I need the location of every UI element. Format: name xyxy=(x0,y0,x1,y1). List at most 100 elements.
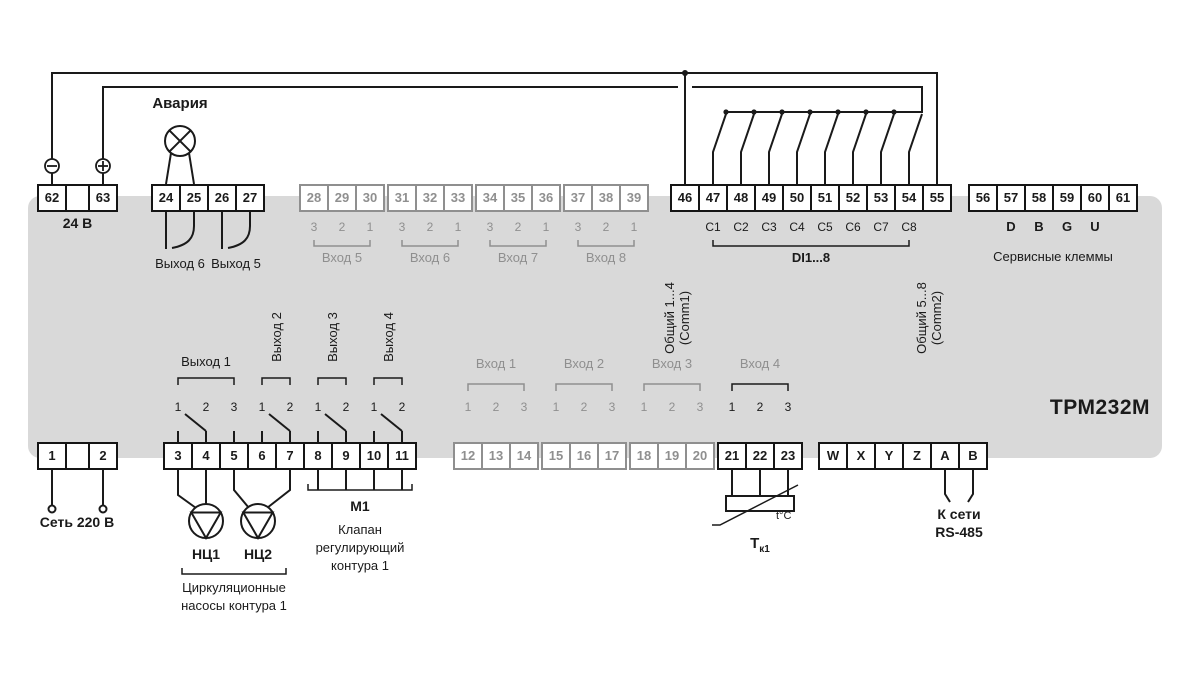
terminal: Z xyxy=(904,444,930,468)
pin-number: 1 xyxy=(366,220,374,234)
label-pumps-caption2: насосы контура 1 xyxy=(181,598,287,613)
pin-number: 1 xyxy=(370,400,378,414)
label-mains: Сеть 220 В xyxy=(39,514,115,530)
pins-input8: 3 2 1 xyxy=(565,220,647,234)
label-input6: Вход 6 xyxy=(409,250,451,265)
label-valve-caption1: Клапан xyxy=(338,522,382,537)
terminal: 31 xyxy=(389,186,415,210)
pin-number: 1 xyxy=(728,400,736,414)
label-rs485-line2: RS-485 xyxy=(935,524,983,540)
mains-wires xyxy=(47,470,108,514)
terminal: Y xyxy=(876,444,902,468)
di-contact: C4 xyxy=(789,220,805,234)
pin-number: 3 xyxy=(398,220,406,234)
terminal: 51 xyxy=(812,186,838,210)
output5-contact-icon xyxy=(221,212,251,249)
pin-number: 2 xyxy=(668,400,676,414)
pin-number: 3 xyxy=(574,220,582,234)
terminal: 34 xyxy=(477,186,503,210)
pin-number: 1 xyxy=(630,220,638,234)
pin-number: 2 xyxy=(398,400,406,414)
sensor-name-main: Т xyxy=(750,535,760,552)
di-contact: C8 xyxy=(901,220,917,234)
terminal: 30 xyxy=(357,186,383,210)
terminal: 46 xyxy=(672,186,698,210)
terminal: 55 xyxy=(924,186,950,210)
label-output4-text: Выход 4 xyxy=(380,312,396,362)
pin-number: 1 xyxy=(542,220,550,234)
output6-contact-icon xyxy=(165,212,195,249)
terminal-block-24v: 62 63 xyxy=(37,184,118,212)
terminal: 2 xyxy=(90,444,116,468)
terminal: 8 xyxy=(305,444,331,468)
pin-number: 3 xyxy=(784,400,792,414)
terminal: 52 xyxy=(840,186,866,210)
pin-number: 2 xyxy=(602,220,610,234)
label-comm2: Общий 5...8 (Comm2) xyxy=(912,263,946,373)
terminal: 62 xyxy=(39,186,65,210)
service-pin: D xyxy=(1006,219,1016,234)
temp-sensor-icon xyxy=(712,470,799,526)
service-pin: U xyxy=(1090,219,1100,234)
terminal: 47 xyxy=(700,186,726,210)
label-rs485-line1: К сети xyxy=(937,506,981,522)
di-contact: C2 xyxy=(733,220,749,234)
label-di: DI1...8 xyxy=(791,250,831,265)
pin-number: 1 xyxy=(464,400,472,414)
terminal: 56 xyxy=(970,186,996,210)
terminal: 35 xyxy=(505,186,531,210)
di-contact: C7 xyxy=(873,220,889,234)
label-output1: Выход 1 xyxy=(181,354,231,369)
terminal: 32 xyxy=(417,186,443,210)
terminal-spacer xyxy=(67,186,88,210)
label-sensor-unit: t°C xyxy=(776,510,792,522)
pin-number: 3 xyxy=(310,220,318,234)
terminal: 1 xyxy=(39,444,65,468)
bottom-output-contacts xyxy=(177,413,403,442)
label-pump1: НЦ1 xyxy=(191,546,221,562)
label-24v: 24 В xyxy=(62,215,93,231)
label-valve-caption2: регулирующий xyxy=(315,540,405,555)
di-contact: C6 xyxy=(845,220,861,234)
pin-number: 3 xyxy=(520,400,528,414)
terminal: 10 xyxy=(361,444,387,468)
label-pump2: НЦ2 xyxy=(243,546,273,562)
terminal: 11 xyxy=(389,444,415,468)
label-comm2-line2: (Comm2) xyxy=(929,290,944,346)
rs485-wires xyxy=(944,470,974,503)
label-binput1: Вход 1 xyxy=(475,356,517,371)
label-output4: Выход 4 xyxy=(380,307,396,367)
terminal: 19 xyxy=(659,444,685,468)
label-alarm: Авария xyxy=(152,95,208,112)
device-model: ТРМ232М xyxy=(1049,396,1150,419)
minus-polarity-icon xyxy=(44,158,60,174)
label-valve-name: М1 xyxy=(350,498,370,514)
label-output5: Выход 5 xyxy=(211,256,261,271)
terminal: 63 xyxy=(90,186,116,210)
pin-number: 1 xyxy=(314,400,322,414)
junction-dots xyxy=(682,70,897,115)
terminal: 49 xyxy=(756,186,782,210)
label-output2: Выход 2 xyxy=(269,307,284,367)
terminal: 38 xyxy=(593,186,619,210)
terminal: 57 xyxy=(998,186,1024,210)
service-pin: B xyxy=(1034,219,1044,234)
pin-number: 1 xyxy=(454,220,462,234)
